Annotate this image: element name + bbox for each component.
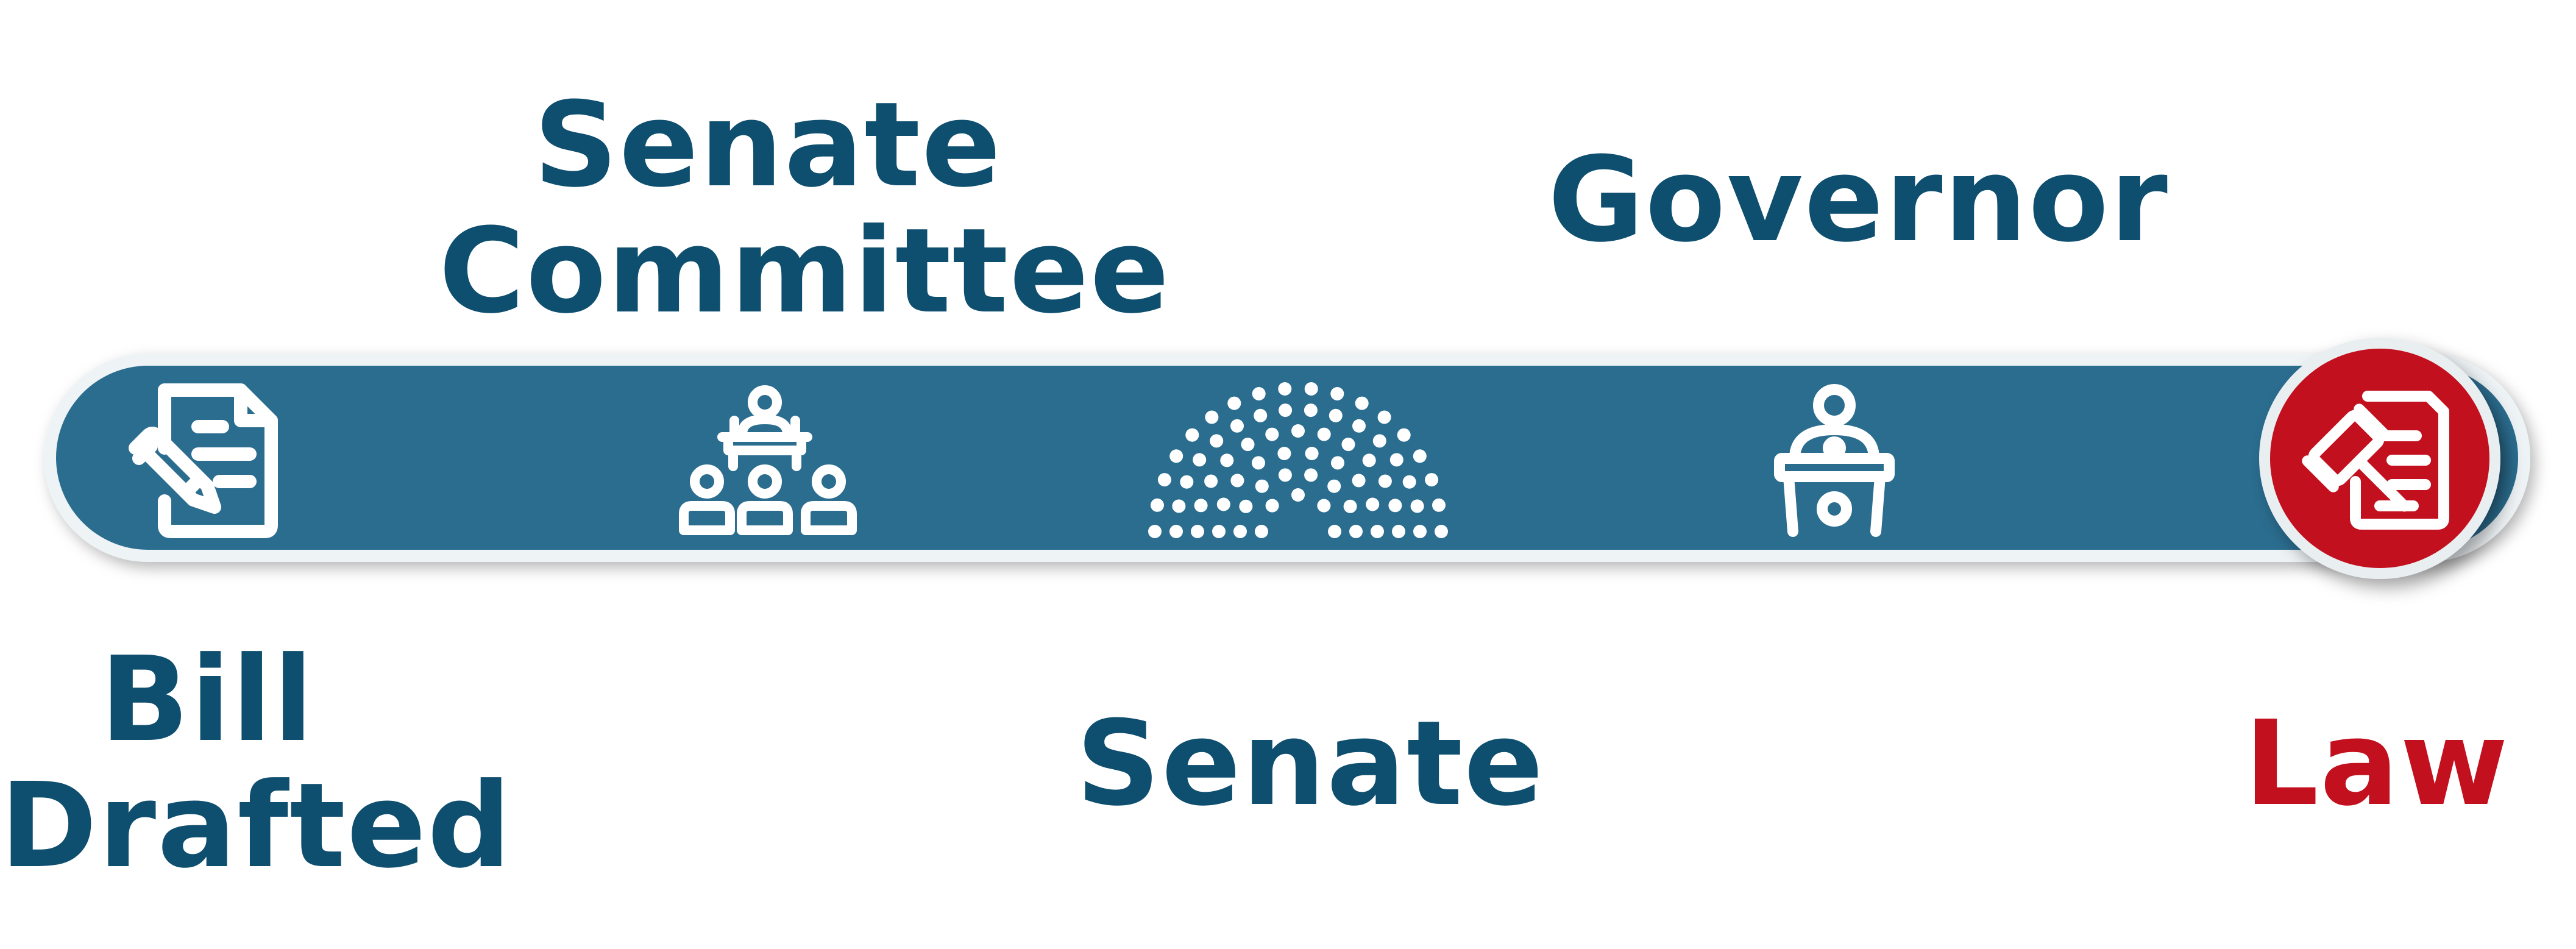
document-pencil-icon — [129, 383, 278, 538]
senate-seat-dot — [1278, 468, 1292, 482]
speaker-podium-icon — [1774, 384, 1895, 537]
senate-seat-dot — [1377, 410, 1391, 424]
senate-seat-dot — [1204, 474, 1218, 488]
senate-seat-dot — [1255, 525, 1268, 538]
senate-seat-dot — [1291, 488, 1305, 502]
senate-seat-dot — [1180, 475, 1194, 489]
senate-seat-dot — [1327, 479, 1341, 493]
committee-meeting-icon — [679, 385, 857, 535]
senate-seat-dot — [1212, 525, 1226, 538]
senate-seat-dot — [1402, 475, 1416, 489]
senate-seat-dot — [1305, 447, 1319, 460]
senate-seat-dot — [1216, 497, 1230, 511]
senate-seat-dot — [1341, 438, 1355, 452]
senate-seat-dot — [1425, 473, 1439, 487]
senate-seat-dot — [1148, 525, 1162, 538]
senate-seat-dot — [1304, 468, 1318, 482]
senate-seat-dot — [1279, 403, 1293, 418]
senate-seat-dot — [1205, 410, 1219, 424]
senate-seat-dot — [1252, 387, 1266, 400]
senate-seat-dot — [1372, 434, 1386, 448]
senate-seat-dot — [1210, 434, 1224, 448]
senate-seat-dot — [1389, 453, 1403, 467]
senate-seat-dot — [1172, 499, 1186, 513]
senate-seat-dot — [1329, 408, 1343, 422]
senate-seat-dot — [1254, 408, 1268, 422]
stage-label-law: Law — [2244, 696, 2510, 832]
senate-seat-dot — [1317, 499, 1331, 513]
senate-seat-dot — [1265, 499, 1279, 513]
senate-seat-dot — [1317, 427, 1331, 441]
senate-seat-dot — [1432, 498, 1446, 512]
senate-seat-dot — [1330, 387, 1344, 400]
senate-seat-dot — [1410, 499, 1424, 513]
senate-seat-dot — [1435, 525, 1448, 538]
senate-seat-dot — [1151, 498, 1164, 512]
senate-seat-dot — [1169, 449, 1183, 463]
senate-seat-dot — [1252, 456, 1265, 470]
senate-seat-dot — [1233, 525, 1247, 538]
stage-label-senate: Senate — [1076, 696, 1545, 832]
senate-seat-dot — [1230, 474, 1244, 488]
senate-seat-dot — [1227, 396, 1241, 410]
senate-seat-dot — [1355, 396, 1369, 410]
stage-label-line: Bill — [100, 632, 314, 768]
senate-seat-dot — [1169, 525, 1183, 538]
senate-seat-dot — [1255, 479, 1269, 493]
stage-label-governor: Governor — [1548, 132, 2169, 268]
senate-seat-dot — [1392, 525, 1405, 538]
senate-seat-dot — [1362, 453, 1376, 467]
senate-seat-dot — [1397, 428, 1411, 442]
senate-seat-dot — [1304, 382, 1318, 396]
senate-seat-dot — [1239, 499, 1253, 513]
senate-seat-dot — [1352, 419, 1366, 433]
senate-seat-dot — [1413, 449, 1427, 463]
senate-seat-dot — [1185, 428, 1199, 442]
senate-seat-dot — [1278, 382, 1292, 396]
gavel-document-icon — [2302, 391, 2449, 530]
senate-seat-dot — [1277, 447, 1291, 460]
senate-seat-dot — [1352, 474, 1366, 488]
senate-seat-dot — [1413, 525, 1427, 538]
senate-seat-dot — [1371, 525, 1384, 538]
law-stage-marker — [2259, 338, 2500, 579]
senate-seat-dot — [1265, 427, 1279, 441]
senate-seat-dot — [1343, 499, 1357, 513]
senate-seat-dot — [1193, 453, 1207, 467]
senate-seat-dot — [1388, 499, 1402, 513]
senate-seat-dot — [1328, 525, 1341, 538]
senate-seat-dot — [1194, 499, 1208, 513]
senate-seat-dot — [1220, 453, 1234, 467]
senate-seat-dot — [1241, 438, 1255, 452]
senate-seat-dot — [1291, 424, 1305, 438]
senate-seat-dot — [1157, 473, 1171, 487]
senate-chamber-icon — [1148, 382, 1448, 538]
senate-seat-dot — [1230, 419, 1244, 433]
senate-seat-dot — [1349, 525, 1363, 538]
stage-label-line: Senate — [533, 77, 1002, 213]
senate-seat-dot — [1378, 474, 1392, 488]
stage-label-senate-committee: Senate Committee — [439, 77, 1171, 340]
senate-seat-dot — [1331, 456, 1344, 470]
senate-seat-dot — [1191, 525, 1204, 538]
senate-seat-dot — [1366, 497, 1380, 511]
stage-label-line: Committee — [439, 204, 1171, 340]
senate-seat-dot — [1304, 403, 1318, 418]
